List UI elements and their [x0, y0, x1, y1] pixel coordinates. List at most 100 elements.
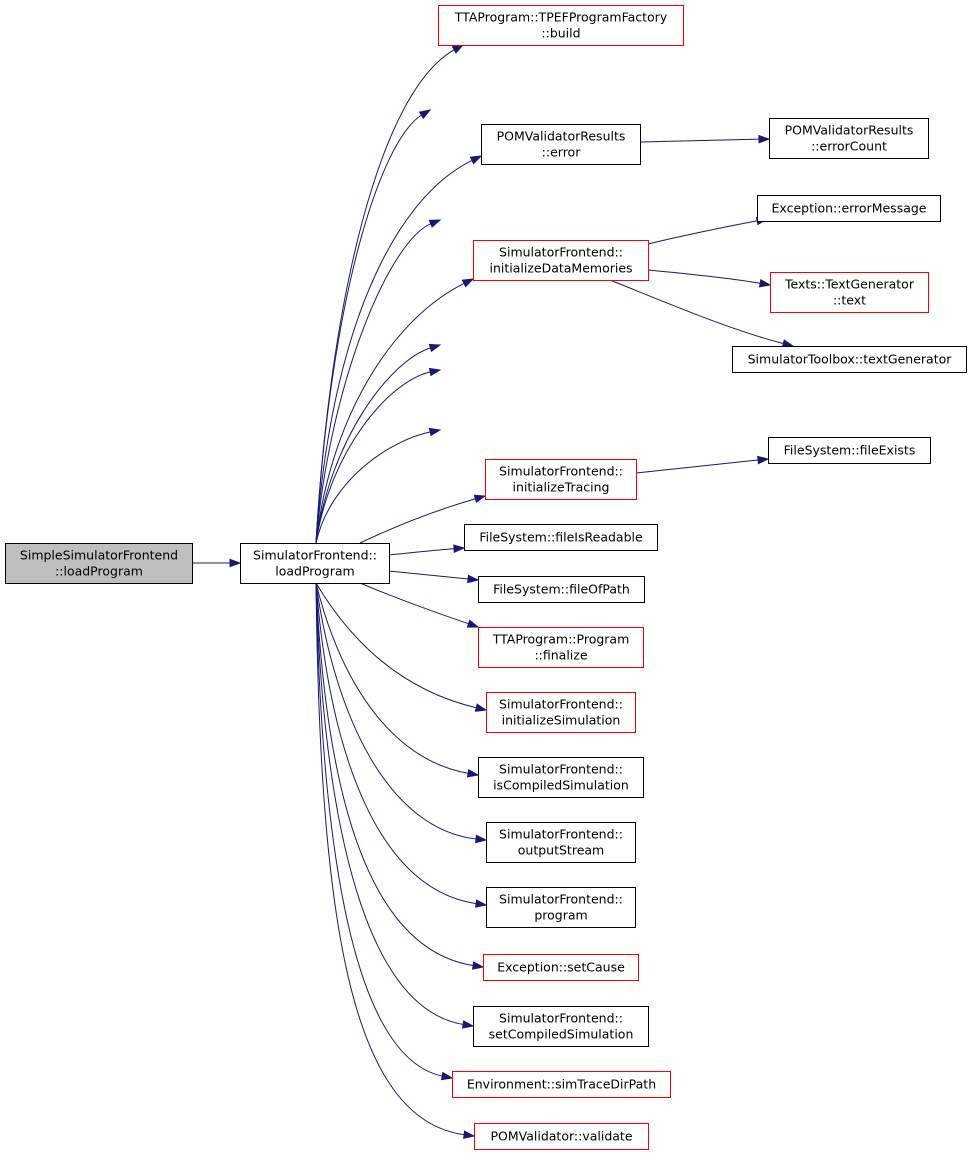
edge-line [315, 371, 432, 544]
arrowhead [471, 961, 485, 970]
arrowhead [428, 427, 442, 437]
arrowhead [463, 1130, 476, 1139]
node-initSimulation[interactable]: SimulatorFrontend::initializeSimulation [486, 692, 636, 733]
node-box [464, 524, 658, 551]
node-resultsError[interactable]: POMValidatorResults::error [481, 124, 641, 165]
node-textGenText[interactable]: Texts::TextGenerator::text [770, 272, 929, 313]
node-label-line: setCompiledSimulation [489, 1027, 634, 1042]
edge-line [647, 220, 759, 245]
call-edge-loadProgram-to-program [315, 582, 488, 908]
arrowhead [229, 558, 242, 568]
arrowhead [428, 343, 442, 353]
node-label-line: SimulatorFrontend:: [499, 464, 623, 479]
node-program[interactable]: SimulatorFrontend::program [486, 887, 636, 928]
arrowhead [757, 455, 770, 465]
call-edge-initDataMem-to-textGenText [647, 269, 772, 288]
node-fileIsReadable[interactable]: FileSystem::fileIsReadable [464, 524, 658, 551]
arrowhead [781, 339, 795, 348]
edge-line [315, 582, 444, 1077]
node-box [486, 692, 636, 733]
edge-line [388, 570, 470, 580]
node-label-line: SimulatorFrontend:: [499, 245, 623, 260]
node-label-line: outputStream [518, 843, 604, 858]
node-box [5, 543, 193, 584]
node-outputStream[interactable]: SimulatorFrontend::outputStream [486, 822, 636, 863]
node-label-line: POMValidatorResults [785, 123, 914, 138]
call-edge-loadProgram-to-errorMessage [315, 219, 442, 544]
call-edge-loadProgram-to-simTraceDir [315, 582, 454, 1081]
call-edge-root-to-loadProgram [191, 558, 242, 568]
node-box [768, 437, 931, 464]
node-label-line: FileSystem::fileIsReadable [479, 530, 643, 545]
edge-line [315, 582, 470, 774]
edge-line [359, 582, 470, 625]
node-loadProgram[interactable]: SimulatorFrontend::loadProgram [240, 543, 390, 584]
arrowhead [428, 367, 442, 377]
arrowhead [758, 134, 771, 144]
call-edge-loadProgram-to-setCompiledSim [315, 582, 475, 1029]
node-fileOfPath[interactable]: FileSystem::fileOfPath [478, 576, 645, 603]
node-label-line: Exception::errorMessage [772, 201, 927, 216]
node-label-line: ::errorCount [811, 139, 887, 154]
node-isCompiledSim[interactable]: SimulatorFrontend::isCompiledSimulation [478, 757, 644, 798]
edge-line [315, 222, 432, 544]
call-edge-initDataMem-to-errorMessage [647, 216, 769, 245]
edge-line [315, 48, 456, 544]
node-label-line: loadProgram [275, 564, 354, 579]
node-label-line: Environment::simTraceDirPath [467, 1077, 656, 1092]
node-simTraceDir[interactable]: Environment::simTraceDirPath [452, 1071, 671, 1098]
node-label-line: POMValidatorResults [497, 129, 626, 144]
edge-line [635, 459, 760, 474]
node-label-line: ::build [541, 26, 580, 41]
call-edge-initDataMem-to-toolboxTextGen [609, 279, 795, 348]
edge-line [639, 138, 761, 143]
node-box [452, 1071, 671, 1098]
node-label-line: SimpleSimulatorFrontend [20, 548, 178, 563]
edge-line [315, 282, 466, 544]
node-initDataMem[interactable]: SimulatorFrontend::initializeDataMemorie… [473, 240, 649, 281]
node-label-line: ::loadProgram [55, 564, 143, 579]
node-box [757, 195, 941, 222]
node-buildFactory[interactable]: TTAProgram::TPEFProgramFactory::build [438, 5, 684, 46]
edge-line [315, 582, 478, 840]
node-errorMessage[interactable]: Exception::errorMessage [757, 195, 941, 222]
edge-line [315, 582, 465, 1026]
node-box [770, 272, 929, 313]
node-toolboxTextGen[interactable]: SimulatorToolbox::textGenerator [732, 346, 967, 373]
call-edge-loadProgram-to-resultsError [315, 155, 483, 544]
node-root[interactable]: SimpleSimulatorFrontend::loadProgram [5, 543, 193, 584]
call-edges [191, 44, 795, 1139]
function-nodes: SimpleSimulatorFrontend::loadProgramSimu… [5, 5, 967, 1150]
edge-line [315, 582, 466, 1136]
node-box [478, 576, 645, 603]
node-setCause[interactable]: Exception::setCause [483, 954, 639, 981]
edge-line [315, 582, 478, 905]
arrowhead [418, 109, 432, 120]
node-box [481, 124, 641, 165]
call-edge-loadProgram-to-errorCount [315, 109, 432, 544]
node-programFinalize[interactable]: TTAProgram::Program::finalize [478, 627, 644, 668]
node-initTracing[interactable]: SimulatorFrontend::initializeTracing [485, 459, 637, 500]
call-edge-loadProgram-to-initSimulation [315, 582, 488, 712]
node-setCompiledSim[interactable]: SimulatorFrontend::setCompiledSimulation [473, 1006, 649, 1047]
node-label-line: ::finalize [534, 648, 587, 663]
node-validate[interactable]: POMValidator::validate [474, 1123, 649, 1150]
call-edge-loadProgram-to-validate [315, 582, 476, 1139]
node-errorCount[interactable]: POMValidatorResults::errorCount [769, 118, 929, 159]
arrowhead [428, 219, 442, 228]
call-edge-initTracing-to-fileExists [635, 455, 770, 474]
call-edge-resultsError-to-errorCount [639, 134, 771, 144]
arrowhead [466, 768, 480, 778]
node-fileExists[interactable]: FileSystem::fileExists [768, 437, 931, 464]
node-label-line: Exception::setCause [497, 960, 625, 975]
arrowhead [453, 544, 466, 554]
call-edge-loadProgram-to-initTracing [359, 494, 487, 544]
node-label-line: ::error [542, 145, 582, 160]
arrowhead [461, 1020, 475, 1029]
edge-line [315, 431, 432, 544]
node-label-line: SimulatorFrontend:: [253, 548, 377, 563]
node-box [732, 346, 967, 373]
arrowhead [758, 278, 772, 288]
call-edge-loadProgram-to-isCompiledSim [315, 582, 480, 778]
